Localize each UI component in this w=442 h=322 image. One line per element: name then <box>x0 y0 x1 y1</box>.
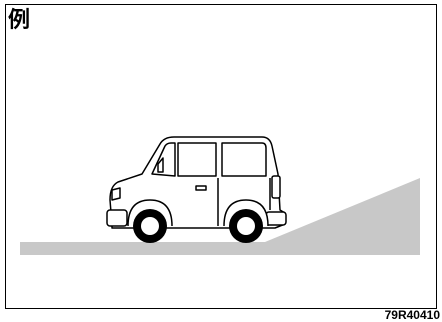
car-front-window <box>178 143 216 176</box>
car-headlight <box>112 188 120 200</box>
front-wheel <box>133 209 167 243</box>
rear-wheel <box>229 209 263 243</box>
car-front-bumper <box>107 210 127 226</box>
car <box>107 137 286 228</box>
car-rear-lamp <box>272 176 280 198</box>
car-rear-bumper <box>266 212 286 225</box>
car-rear-window <box>222 143 266 176</box>
figure-code: 79R40410 <box>385 308 440 322</box>
